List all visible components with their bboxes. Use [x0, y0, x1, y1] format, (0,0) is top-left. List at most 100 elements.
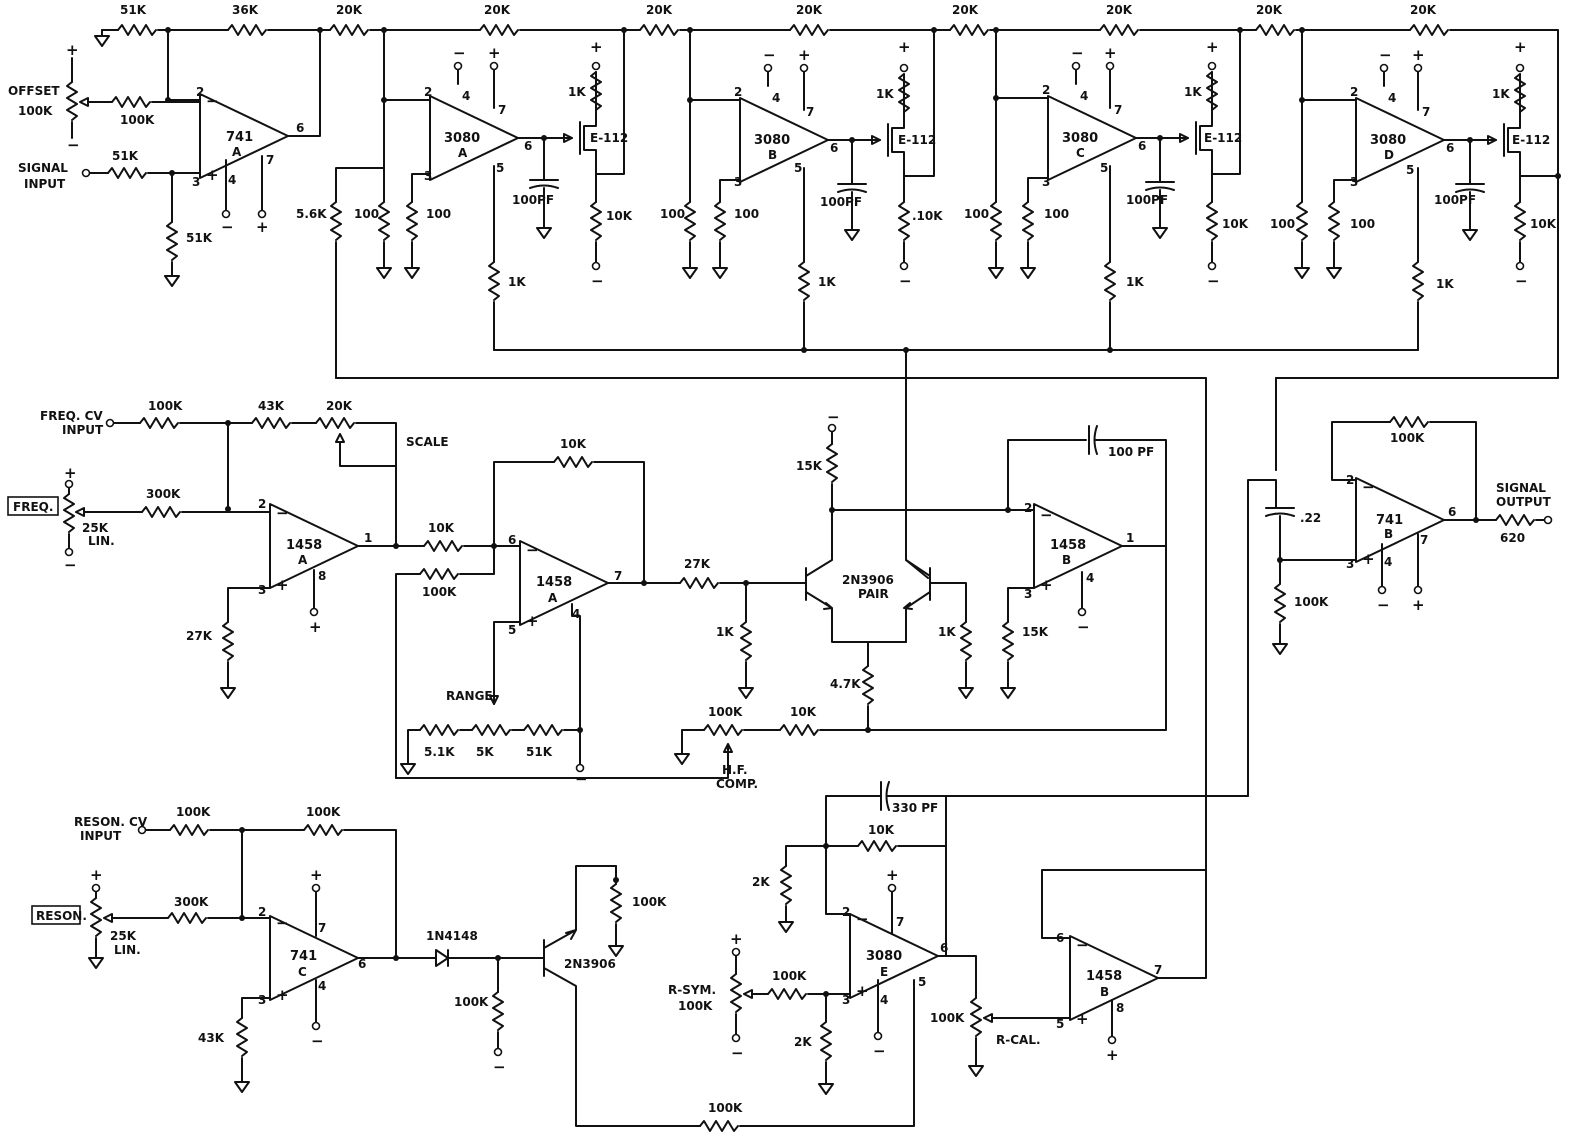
non-inverting-input-sign: +	[856, 982, 869, 1000]
pin-label: 1	[364, 531, 372, 545]
signal-output-terminal[interactable]	[1543, 515, 1553, 525]
signal-output-label-1: SIGNAL	[1496, 481, 1546, 495]
r-control-label: 100K	[708, 1101, 743, 1115]
opamp-741b-type: 741	[1376, 513, 1403, 528]
pin-label: 7	[1154, 963, 1162, 977]
range-r1-label: 5.1K	[424, 745, 455, 759]
pin-label: 3	[1346, 557, 1354, 571]
scale-pot-value: 20K	[326, 399, 353, 413]
pin-label: 5	[508, 623, 516, 637]
ladder-resistor-label: 20K	[336, 3, 363, 17]
supply-minus: −	[591, 272, 604, 290]
freq-control-box[interactable]	[7, 496, 59, 516]
supply-minus: −	[311, 1032, 324, 1050]
r-bias-current-label: 1K	[818, 275, 836, 289]
r-collector-label: 15K	[796, 459, 823, 473]
supply-minus: −	[1077, 618, 1090, 636]
pin-label: 2	[1350, 85, 1358, 99]
pin-label: 4	[1080, 89, 1088, 103]
supply-plus: +	[590, 38, 603, 56]
freq-cv-input-terminal[interactable]	[105, 418, 115, 428]
supply-plus: +	[309, 618, 322, 636]
freq-cv-label-2: INPUT	[62, 423, 104, 437]
supply-minus: −	[899, 272, 912, 290]
pin-label: 7	[266, 153, 274, 167]
supply-plus: +	[1412, 46, 1425, 64]
r-feedback-label: 10K	[868, 823, 895, 837]
pin-label: 2	[424, 85, 432, 99]
r-fet-drain-label: 1K	[1492, 87, 1510, 101]
supply-minus: −	[1515, 272, 1528, 290]
c-feedback-label: 330 PF	[892, 801, 938, 815]
pin-label: 6	[296, 121, 304, 135]
pin-label: 4	[1388, 91, 1396, 105]
ladder-resistor-label: 20K	[646, 3, 673, 17]
offset-label: OFFSET	[8, 84, 60, 98]
r-fet-source-label: .10K	[912, 209, 943, 223]
opamp-741a-type: 741	[226, 130, 253, 145]
r-fet-drain-label: 1K	[1184, 85, 1202, 99]
ota-3080c-type: 3080	[1062, 131, 1098, 146]
reson-pot-taper: LIN.	[114, 943, 141, 957]
r-base-ground-label: 1K	[938, 625, 956, 639]
c-comp-label: 100 PF	[1108, 445, 1154, 459]
ladder-resistor-label: 20K	[484, 3, 511, 17]
supply-minus: −	[1377, 596, 1390, 614]
supply-minus: −	[221, 218, 234, 236]
pin-label: 2	[196, 85, 204, 99]
rcal-label: R-CAL.	[996, 1033, 1041, 1047]
ladder-resistor-label: 20K	[952, 3, 979, 17]
inverting-input-sign: −	[526, 541, 539, 559]
pin-label: 7	[614, 569, 622, 583]
r-bias-label: 100	[964, 207, 989, 221]
supply-plus: +	[90, 866, 103, 884]
r-series-label: 43K	[258, 399, 285, 413]
opamp-1458a-exp-type: 1458	[536, 575, 572, 590]
supply-plus: +	[310, 866, 323, 884]
resonance-section: RESON. CV INPUT 100K 100K RESON. + 300K …	[31, 805, 915, 1132]
reson-cv-input-terminal[interactable]	[137, 825, 147, 835]
offset-pot-value: 100K	[18, 104, 53, 118]
range-label: RANGE	[446, 689, 493, 703]
signal-input-terminal[interactable]	[81, 168, 91, 178]
pin-label: 6	[508, 533, 516, 547]
r-ground-label: 2K	[752, 875, 770, 889]
pin-label: 7	[896, 915, 904, 929]
reson-box-label: RESON.	[36, 909, 87, 923]
r-bias-current-label: 1K	[1126, 275, 1144, 289]
rcal-value: 100K	[930, 1011, 965, 1025]
stage-c: 100 100 3080 C 2 3 4 7 5 6 − + 1K 100PF …	[964, 27, 1249, 351]
r-collector-label: 100K	[632, 895, 667, 909]
signal-input-label-2: INPUT	[24, 177, 66, 191]
ladder-resistor-label: 20K	[1256, 3, 1283, 17]
pin-label: 4	[572, 607, 580, 621]
pin-label: 5	[1056, 1017, 1064, 1031]
offset-resistor-label: 100K	[120, 113, 155, 127]
pin-label: 3	[1024, 587, 1032, 601]
reson-control-box[interactable]	[31, 905, 81, 925]
pin-label: 2	[1024, 501, 1032, 515]
ladder-resistor-label: 20K	[1410, 3, 1437, 17]
r-sym-resistor-label: 100K	[772, 969, 807, 983]
supply-plus: +	[898, 38, 911, 56]
pnp-label: 2N3906	[564, 957, 616, 971]
offset-pot-minus: −	[67, 136, 80, 154]
r-output-ground-label: 100K	[1294, 595, 1329, 609]
opamp-1458b-diff-type: 1458	[1050, 538, 1086, 553]
non-inverting-input-sign: +	[1362, 550, 1375, 568]
supply-plus: +	[1206, 38, 1219, 56]
supply-plus: +	[886, 866, 899, 884]
supply-minus: −	[827, 408, 840, 426]
r-signal-label: 51K	[112, 149, 139, 163]
pin-label: 4	[880, 993, 888, 1007]
supply-plus: +	[798, 46, 811, 64]
inverting-input-sign: −	[1362, 478, 1375, 496]
opamp-1458a-exp-unit: A	[548, 591, 558, 605]
opamp-1458a-summer-unit: A	[298, 553, 308, 567]
r-offset-ground-label: 51K	[120, 3, 147, 17]
opamp-741a-unit: A	[232, 145, 242, 159]
r-feedback-label: 100K	[1390, 431, 1425, 445]
diode-label: 1N4148	[426, 929, 478, 943]
rsym-label: R-SYM.	[668, 983, 716, 997]
